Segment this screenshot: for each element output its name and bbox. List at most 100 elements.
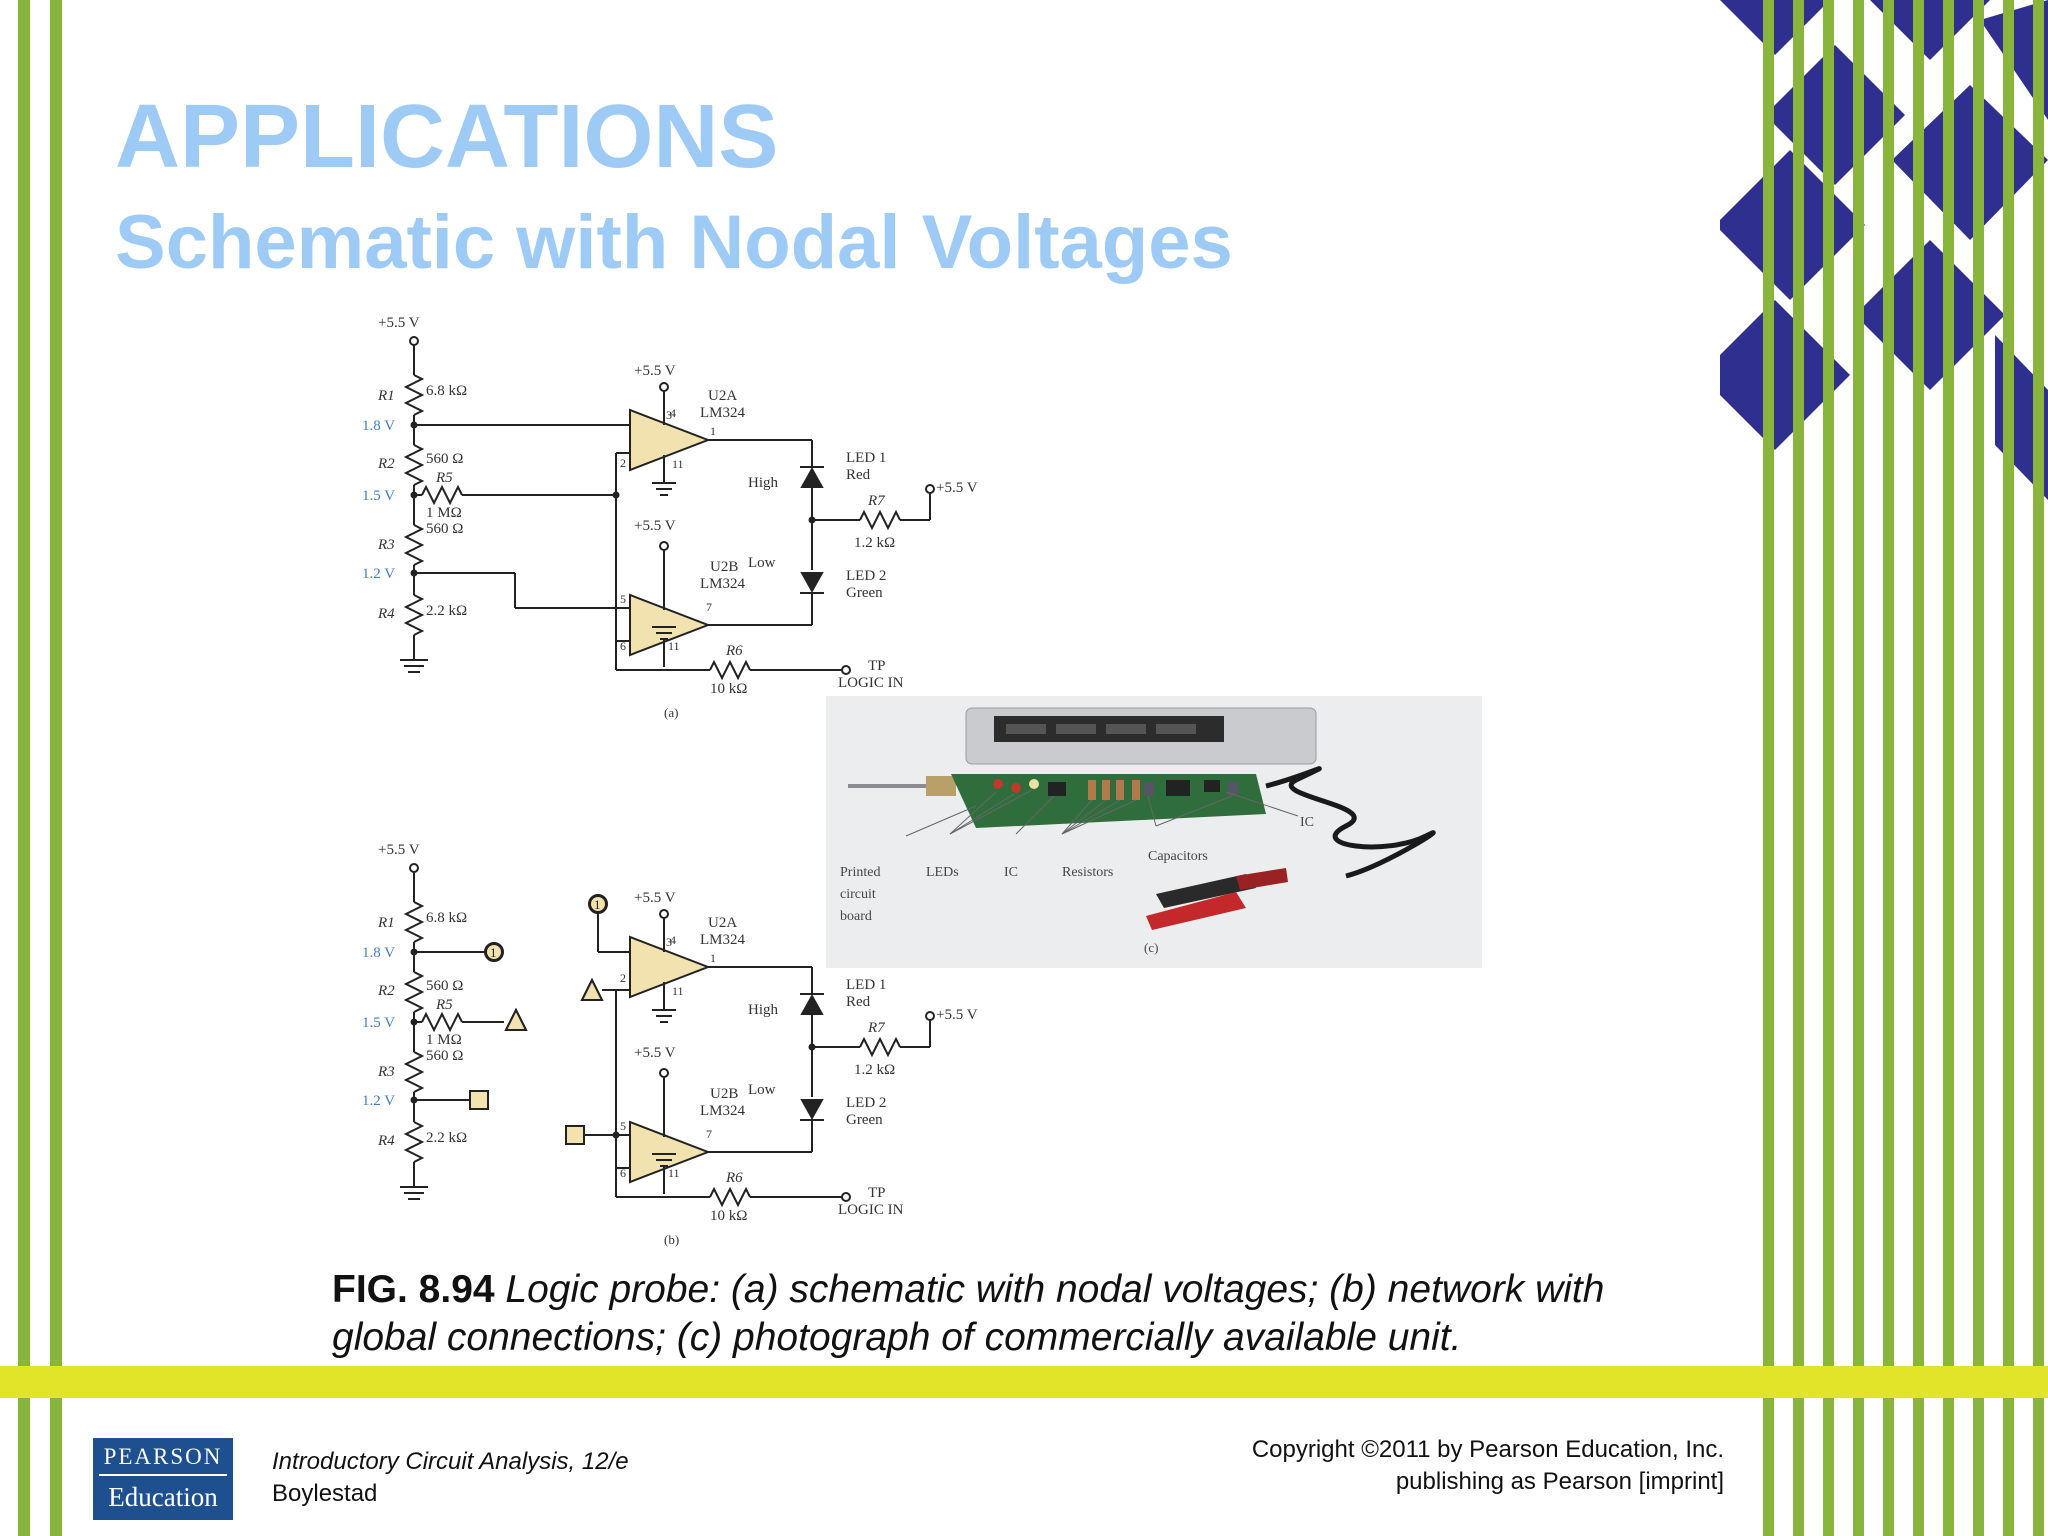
b-u2b-label: U2B [710,1086,738,1102]
figure-caption: FIG. 8.94 Logic probe: (a) schematic wit… [332,1266,1632,1362]
a-u2a-lm-label: LM324 [700,405,746,421]
b-figure-label: (b) [664,1232,679,1247]
a-r7-value: 1.2 kΩ [854,535,895,551]
b-u2a-lm-label: LM324 [700,932,746,948]
copyright-line-1: Copyright ©2011 by Pearson Education, In… [1251,1436,1724,1463]
b-u2a-label: U2A [708,915,737,931]
a-high-label: High [748,475,779,491]
photo-leds-label: LEDs [926,865,959,880]
a-r2-value: 560 Ω [426,451,463,467]
schematic-b: 1 1 +5.5 V +5.5 V +5.5 V +5.5 V R1 6.8 k… [362,842,978,1247]
a-logic-in-label: LOGIC IN [838,675,904,691]
a-r3-value: 560 Ω [426,521,463,537]
left-stripe-2 [50,0,62,1536]
a-supply-r7-label: +5.5 V [936,480,978,496]
a-supply-b-label: +5.5 V [634,518,676,534]
figure-number: FIG. 8.94 [332,1268,495,1311]
b-green-label: Green [846,1112,883,1128]
photo-pcb-label-1: Printed [840,865,880,880]
pearson-logo: PEARSON Education [93,1438,233,1520]
b-r6-value: 10 kΩ [710,1208,747,1224]
a-pin11b: 11 [668,639,680,653]
b-led1-label: LED 1 [846,977,886,993]
photo-pcb-label-2: circuit [840,887,876,902]
footer-yellow-band [0,1366,2048,1398]
a-red-label: Red [846,467,871,483]
a-led2-label: LED 2 [846,568,886,584]
photo-pcb-label-3: board [840,909,872,924]
a-pin4: 4 [670,406,676,420]
b-r4-value: 2.2 kΩ [426,1130,467,1146]
a-u2b-lm-label: LM324 [700,576,746,592]
a-r7-label: R7 [867,493,886,509]
b-u2b-lm-label: LM324 [700,1103,746,1119]
b-global-1b: 1 [594,897,601,912]
b-r4-label: R4 [377,1133,395,1149]
a-led1-label: LED 1 [846,450,886,466]
b-r7-value: 1.2 kΩ [854,1062,895,1078]
b-pin3: 3 [666,935,672,949]
b-supply-r7-label: +5.5 V [936,1007,978,1023]
b-supply-b-label: +5.5 V [634,1045,676,1061]
b-pin7: 7 [706,1127,712,1141]
a-pin6: 6 [620,639,626,653]
a-u2a-label: U2A [708,388,737,404]
photo-ic2-label: IC [1300,815,1314,830]
book-author: Boylestad [272,1480,378,1507]
b-pin6: 6 [620,1166,626,1180]
b-r1-value: 6.8 kΩ [426,910,467,926]
a-r6-value: 10 kΩ [710,681,747,697]
b-pin5: 5 [620,1119,626,1133]
a-r3-label: R3 [377,537,395,553]
a-r1-label: R1 [377,388,395,404]
a-pin11: 11 [672,457,684,471]
b-supply-label: +5.5 V [378,842,420,858]
photo-resistors-label: Resistors [1062,865,1113,880]
a-pin3: 3 [666,408,672,422]
b-r6-label: R6 [725,1170,743,1186]
b-high-label: High [748,1002,779,1018]
a-r1-value: 6.8 kΩ [426,383,467,399]
a-node-3: 1.2 V [362,566,395,582]
b-node-1: 1.8 V [362,945,395,961]
pearson-logo-bottom: Education [108,1482,218,1512]
a-low-label: Low [748,555,776,571]
b-r3-value: 560 Ω [426,1048,463,1064]
figure-caption-text: Logic probe: (a) schematic with nodal vo… [332,1268,1605,1359]
copyright-line-2: publishing as Pearson [imprint] [1395,1468,1724,1495]
a-pin5: 5 [620,592,626,606]
decorative-diamond-pattern [1720,0,2048,1536]
b-global-1a: 1 [490,945,497,960]
logic-probe-photo: Printed circuit board LEDs IC Resistors … [826,696,1482,968]
a-pin7: 7 [706,600,712,614]
a-r5-value: 1 MΩ [426,505,462,521]
a-figure-label: (a) [664,705,678,720]
left-stripe-1 [18,0,30,1536]
a-supply-label: +5.5 V [378,315,420,331]
copyright: Copyright ©2011 by Pearson Education, In… [1100,1434,1724,1498]
a-supply-a-label: +5.5 V [634,363,676,379]
photo-capacitors-label: Capacitors [1148,849,1208,864]
b-tp-label: TP [868,1185,886,1201]
photo-ic-label: IC [1004,865,1018,880]
b-logic-in-label: LOGIC IN [838,1202,904,1218]
slide-title: APPLICATIONS [115,87,779,187]
b-led2-label: LED 2 [846,1095,886,1111]
a-r6-label: R6 [725,643,743,659]
b-red-label: Red [846,994,871,1010]
b-r3-label: R3 [377,1064,395,1080]
b-pin2: 2 [620,971,626,985]
b-node-3: 1.2 V [362,1093,395,1109]
a-u2b-label: U2B [710,559,738,575]
a-node-2: 1.5 V [362,488,395,504]
a-tp-label: TP [868,658,886,674]
pearson-logo-top: PEARSON [99,1440,227,1476]
b-r2-value: 560 Ω [426,978,463,994]
b-r5-label: R5 [435,997,453,1013]
a-pin2: 2 [620,456,626,470]
a-r4-value: 2.2 kΩ [426,603,467,619]
book-info: Introductory Circuit Analysis, 12/e Boyl… [272,1446,629,1510]
book-title: Introductory Circuit Analysis, 12/e [272,1448,629,1475]
b-r7-label: R7 [867,1020,886,1036]
a-r5-label: R5 [435,470,453,486]
